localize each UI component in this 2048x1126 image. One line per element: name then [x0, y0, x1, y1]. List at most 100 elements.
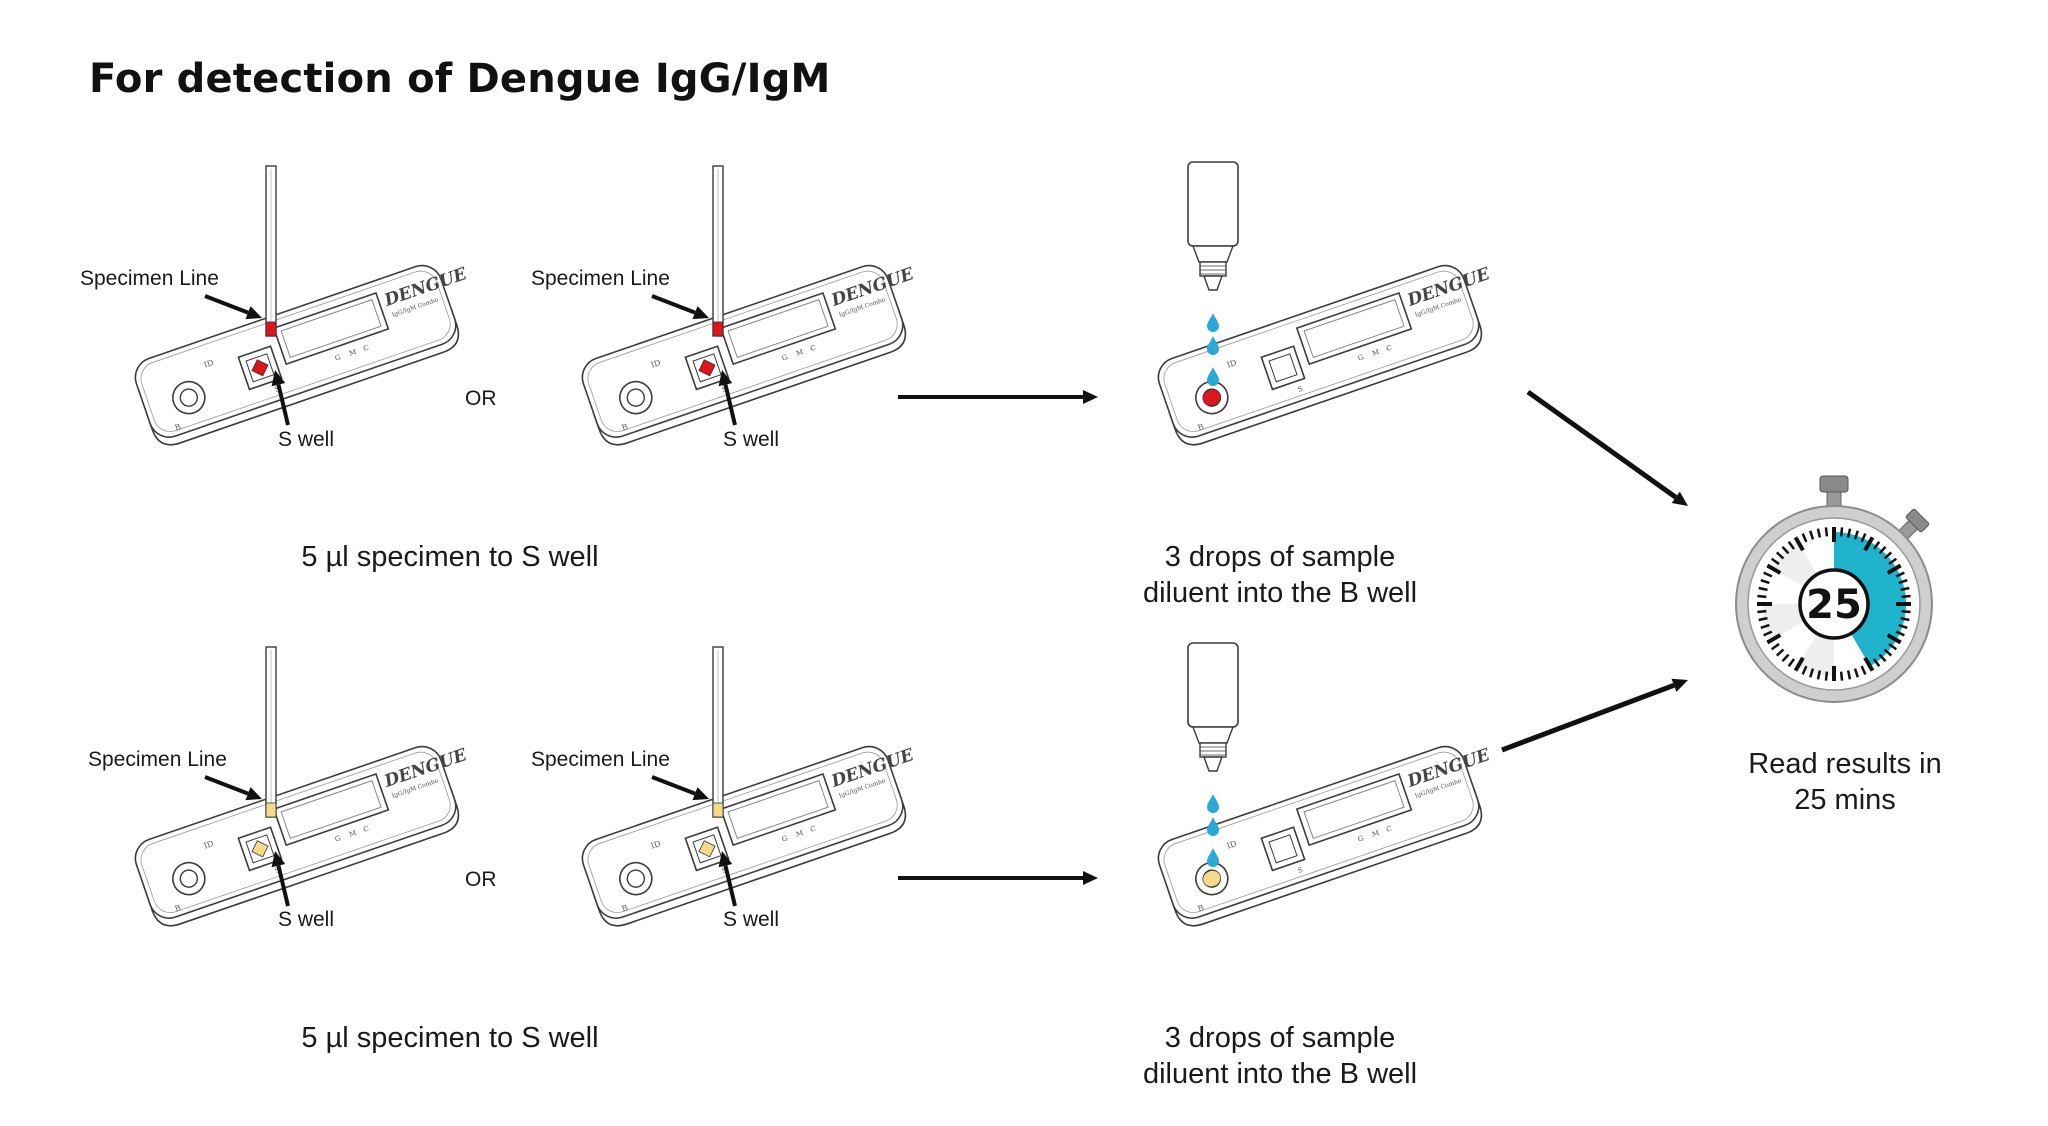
arrow-shaft [651, 294, 696, 315]
specimen-drop [251, 359, 269, 377]
tick-mark [1853, 530, 1859, 540]
tick-mark [1787, 658, 1796, 668]
tick-mark [1816, 670, 1822, 680]
cassette-rim [140, 751, 451, 913]
bottle-shoulder [1191, 245, 1235, 263]
capillary-pipette [712, 165, 724, 337]
specimen-line-label: Specimen Line [531, 267, 670, 290]
tick-mark [1901, 609, 1911, 614]
pointer-arrow [204, 294, 262, 320]
arrow-head [692, 306, 709, 320]
window-mark: C [809, 344, 817, 353]
window-mark: G [1357, 834, 1365, 844]
tick-mark [1816, 528, 1822, 538]
pointer-arrow [718, 370, 737, 426]
tick-mark [1793, 656, 1805, 672]
arrow-head [1671, 491, 1688, 506]
result-window-inner [727, 780, 829, 840]
tick-mark [1883, 551, 1893, 560]
arrow-head [245, 306, 262, 320]
tick-mark [1793, 536, 1805, 552]
window-mark: M [1371, 829, 1380, 839]
b-mark: B [621, 422, 630, 432]
specimen-line [265, 321, 277, 337]
b-mark: B [1197, 422, 1206, 432]
s-well-inner [1268, 353, 1298, 383]
arrow-head [1671, 678, 1688, 692]
step-arrow [898, 871, 1098, 885]
tick-mark [1757, 609, 1767, 614]
bottle-body [1187, 161, 1239, 247]
b-well-inner [179, 869, 199, 888]
tick-mark [1770, 557, 1780, 566]
b-well-sample [1202, 870, 1222, 888]
b-well-sample [1202, 389, 1222, 407]
tick-mark [1901, 594, 1911, 599]
arrow-shaft [651, 775, 696, 796]
tick-mark [1878, 653, 1887, 663]
tick-mark [1781, 545, 1790, 555]
tick-mark [1898, 579, 1908, 585]
cassette-rim [1163, 270, 1474, 432]
window-mark: M [795, 348, 804, 358]
arrow-shaft [1501, 682, 1675, 753]
id-mark: ID [650, 839, 662, 851]
tick-mark [1781, 653, 1790, 663]
pointer-arrow [271, 370, 290, 426]
tick-mark [1860, 533, 1867, 543]
pointer-arrow [271, 851, 290, 907]
cassette-rim [587, 270, 898, 432]
window-mark: G [334, 353, 342, 363]
to-timer-arrow [1501, 678, 1688, 753]
specimen-line-label: Specimen Line [88, 748, 227, 771]
bottle-body [1187, 642, 1239, 728]
pointer-arrow [204, 775, 262, 801]
tick-mark [1801, 533, 1808, 543]
result-window-inner [727, 299, 829, 359]
stopwatch-center [1798, 568, 1870, 640]
tick-mark [1763, 630, 1773, 637]
to-timer-arrow [1526, 389, 1688, 506]
tick-mark [1758, 616, 1768, 622]
b-mark: B [1197, 903, 1206, 913]
s-mark: S [1297, 385, 1304, 394]
tick-mark [1883, 648, 1893, 657]
window-mark: M [348, 348, 357, 358]
button-cap [1905, 508, 1930, 533]
arrow-shaft [276, 384, 290, 426]
or-label: OR [465, 868, 497, 891]
arrow-shaft [204, 294, 249, 315]
tick-mark [1787, 540, 1796, 550]
step-caption: 5 µl specimen to S well [301, 1022, 599, 1054]
window-mark: G [334, 834, 342, 844]
tick-mark [1770, 642, 1780, 651]
tick-mark [1886, 633, 1902, 645]
window-mark: C [362, 825, 370, 834]
step-caption: 5 µl specimen to S well [301, 541, 599, 573]
arrow-head [1083, 871, 1098, 885]
bottle-tip [1203, 275, 1223, 291]
specimen-line-label: Specimen Line [531, 748, 670, 771]
arrow-head [245, 787, 262, 801]
tick-mark [1763, 571, 1773, 578]
s-well-label: S well [278, 428, 335, 451]
or-label: OR [465, 387, 497, 410]
drop-icon [1207, 367, 1219, 386]
stopwatch-icon: 25 [1735, 475, 1933, 703]
specimen-line [265, 802, 277, 818]
window-mark: C [1385, 825, 1393, 834]
window-mark: G [781, 353, 789, 363]
tick-mark [1895, 571, 1905, 578]
capillary-pipette [712, 646, 724, 818]
cassette-rim [140, 270, 451, 432]
s-mark: S [1297, 866, 1304, 875]
tick-mark [1760, 579, 1770, 585]
id-mark: ID [1226, 839, 1238, 851]
bottle-tip [1203, 756, 1223, 772]
tick-mark [1898, 623, 1908, 629]
